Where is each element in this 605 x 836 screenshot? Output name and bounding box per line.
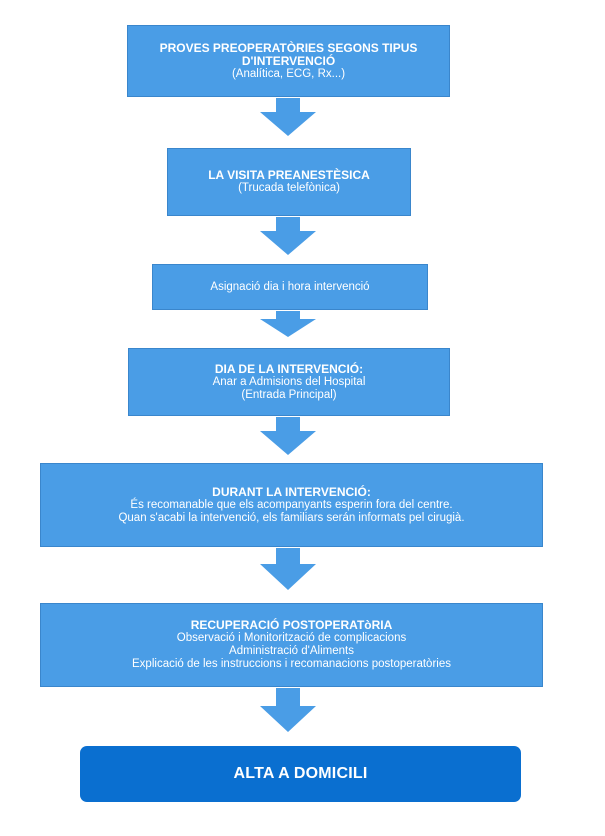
step-1-line-1: (Analítica, ECG, Rx...) (231, 67, 346, 80)
step-1-box: PROVES PREOPERATÒRIES SEGONS TIPUS D'INT… (127, 25, 450, 97)
step-4-box: DIA DE LA INTERVENCIÓ: Anar a Admisions … (128, 348, 450, 416)
final-step-box: ALTA A DOMICILI (80, 746, 521, 802)
step-4-title: DIA DE LA INTERVENCIÓ: (214, 361, 364, 376)
step-6-line-2: Administració d'Aliments (229, 645, 354, 657)
step-6-line-1: Observació i Monitorització de complicac… (176, 632, 407, 644)
step-6-line-3: Explicació de les instruccions i recoman… (132, 658, 451, 670)
arrow-1 (260, 98, 316, 141)
step-3-line-1: Asignació dia i hora intervenció (210, 280, 370, 293)
arrow-5 (260, 548, 316, 595)
arrow-2 (260, 217, 316, 260)
step-4-line-1: Anar a Admisions del Hospital (212, 375, 366, 388)
step-5-title: DURANT LA INTERVENCIÓ: (212, 484, 371, 499)
step-1-title: PROVES PREOPERATÒRIES SEGONS TIPUS D'INT… (159, 40, 418, 68)
step-2-line-1: (Trucada telefònica) (238, 182, 340, 194)
step-3-box: Asignació dia i hora intervenció (152, 264, 428, 310)
arrow-6 (260, 688, 316, 737)
step-6-box: RECUPERACIÓ POSTOPERATòRIA Observació i … (40, 603, 543, 687)
step-6-title: RECUPERACIÓ POSTOPERATòRIA (190, 618, 393, 632)
step-5-line-2: Quan s'acabi la intervenció, els familia… (118, 511, 465, 524)
step-2-box: LA VISITA PREANESTÈSICA (Trucada telefòn… (167, 148, 411, 216)
step-5-box: DURANT LA INTERVENCIÓ: És recomanable qu… (40, 463, 543, 547)
arrow-4 (260, 417, 316, 460)
final-step-label: ALTA A DOMICILI (233, 765, 368, 782)
step-4-line-2: (Entrada Principal) (241, 388, 337, 401)
step-2-title: LA VISITA PREANESTÈSICA (208, 168, 370, 182)
arrow-3 (260, 311, 316, 342)
step-5-line-1: És recomanable que els acompanyants espe… (130, 498, 453, 511)
